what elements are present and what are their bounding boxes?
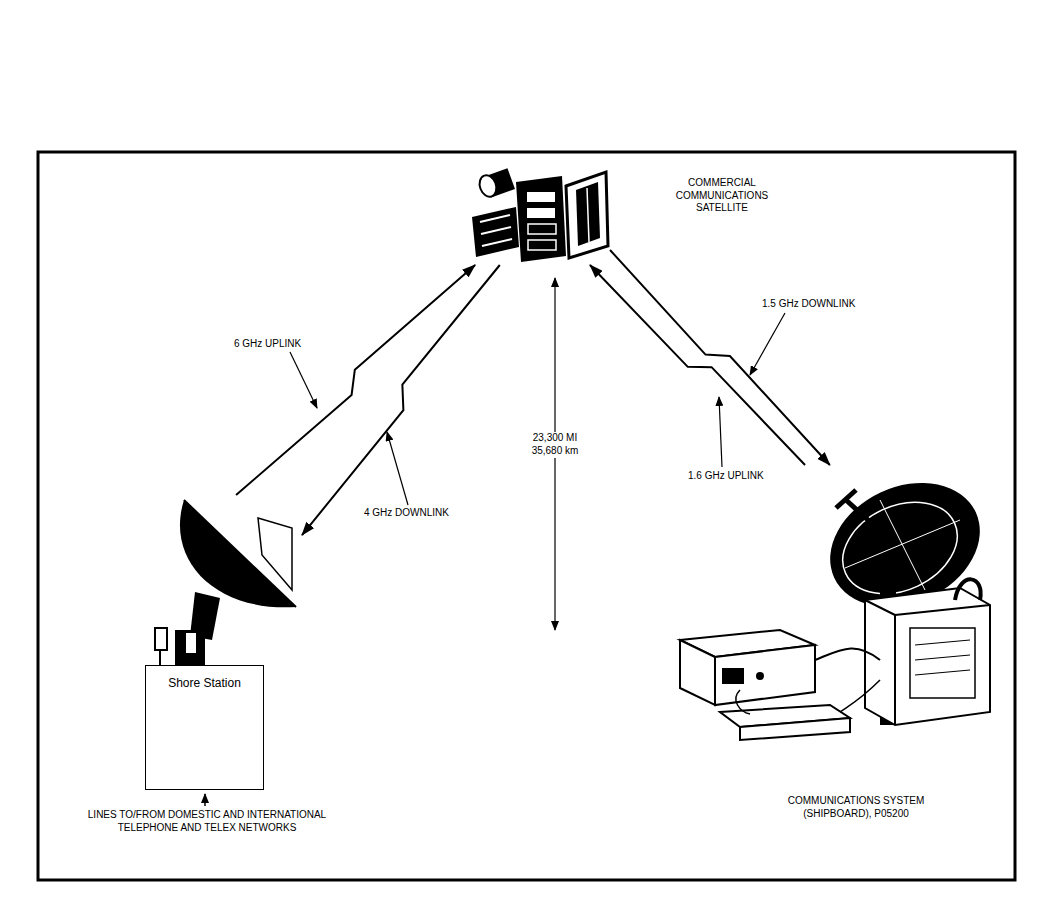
satellite-drawing: [481, 227, 511, 234]
shipboard-equipment-drawing: [680, 640, 715, 705]
shore-line-arrow: [205, 794, 206, 806]
shore-line-arrow: [204, 794, 206, 806]
leader-line: [750, 313, 785, 375]
satellite-drawing: [527, 208, 555, 218]
shore-dish-drawing: [159, 650, 161, 665]
shore-dish-drawing: [175, 630, 205, 665]
distance-label: 35,680 km: [530, 445, 581, 458]
leader-line: [290, 352, 317, 408]
shore-dish-drawing: [184, 500, 296, 607]
shipboard-equipment-drawing: [880, 500, 925, 590]
link-label: 1.6 GHz UPLINK: [686, 470, 766, 483]
distance-dimension: [555, 278, 556, 630]
shipboard-equipment-drawing: [736, 690, 750, 714]
shore-station: Shore Station: [145, 495, 302, 792]
satellite-drawing: [516, 176, 566, 262]
leader-line: [290, 313, 785, 505]
radio-link: [302, 265, 500, 535]
radio-link: [236, 265, 475, 495]
shipboard-equipment-drawing: [815, 648, 880, 660]
radio-link: [610, 250, 830, 465]
shipboard-equipment-drawing: [865, 600, 895, 615]
shipboard-equipment-drawing: [865, 588, 990, 725]
station-name: Shore Station: [150, 676, 259, 691]
shipboard-equipment-drawing: [740, 718, 850, 740]
satellite-drawing: [576, 182, 600, 246]
satellite-drawing: [480, 215, 510, 222]
shipboard-equipment-drawing: [846, 500, 890, 540]
shipboard-equipment-drawing: [722, 668, 744, 684]
shipboard-equipment-drawing: [895, 605, 990, 615]
shipboard-equipment-drawing: [756, 672, 764, 680]
shore-dish-drawing: [155, 500, 296, 665]
shipboard-equipment-drawing: [955, 579, 981, 600]
shore-dish-drawing: [180, 500, 296, 607]
shipboard-equipment-drawing: [836, 490, 856, 508]
distance-label: 23,300 MI: [531, 432, 579, 445]
leader-line: [719, 397, 722, 467]
shore-dish-drawing: [258, 518, 292, 590]
node-heading: COMMUNICATIONS SYSTEM (SHIPBOARD), P0520…: [785, 795, 927, 820]
shipboard-equipment-drawing: [840, 680, 880, 712]
network-note: LINES TO/FROM DOMESTIC AND INTERNATIONAL…: [70, 809, 344, 834]
shipboard-equipment-drawing: [894, 615, 896, 725]
satellite-drawing: [472, 168, 608, 262]
satellite-drawing: [477, 173, 500, 199]
shipboard-equipment-drawing: [915, 655, 970, 660]
satellite-drawing: [528, 240, 556, 250]
leader-line: [387, 432, 408, 505]
shipboard-equipment-drawing: [915, 640, 970, 645]
link-label: 6 GHz UPLINK: [232, 338, 303, 351]
satellite-drawing: [527, 192, 555, 202]
radio-link: [590, 265, 805, 465]
shipboard-equipment-drawing: [910, 628, 975, 698]
distance-dimension: [554, 278, 555, 630]
frame: [38, 152, 1015, 880]
satellite-drawing: [482, 239, 512, 246]
node-heading: COMMERCIAL COMMUNICATIONS SATELLITE: [668, 177, 776, 215]
satellite-drawing: [566, 172, 608, 258]
shore-dish-drawing: [185, 632, 197, 654]
shipboard-system: COMMUNICATIONS SYSTEM (SHIPBOARD), P0520…: [660, 465, 995, 735]
shipboard-equipment-drawing: [680, 459, 1000, 740]
satellite: COMMERCIAL COMMUNICATIONS SATELLITE: [465, 165, 610, 265]
shipboard-equipment-drawing: [915, 670, 970, 675]
shore-dish-drawing: [155, 628, 167, 650]
link-label: 1.5 GHz DOWNLINK: [760, 298, 857, 311]
satellite-drawing: [587, 188, 589, 242]
station-box: Shore Station: [145, 665, 264, 790]
shipboard-equipment-drawing: [715, 645, 815, 705]
satellite-drawing: [472, 207, 519, 257]
link-label: 4 GHz DOWNLINK: [362, 507, 451, 520]
satellite-drawing: [528, 224, 556, 234]
